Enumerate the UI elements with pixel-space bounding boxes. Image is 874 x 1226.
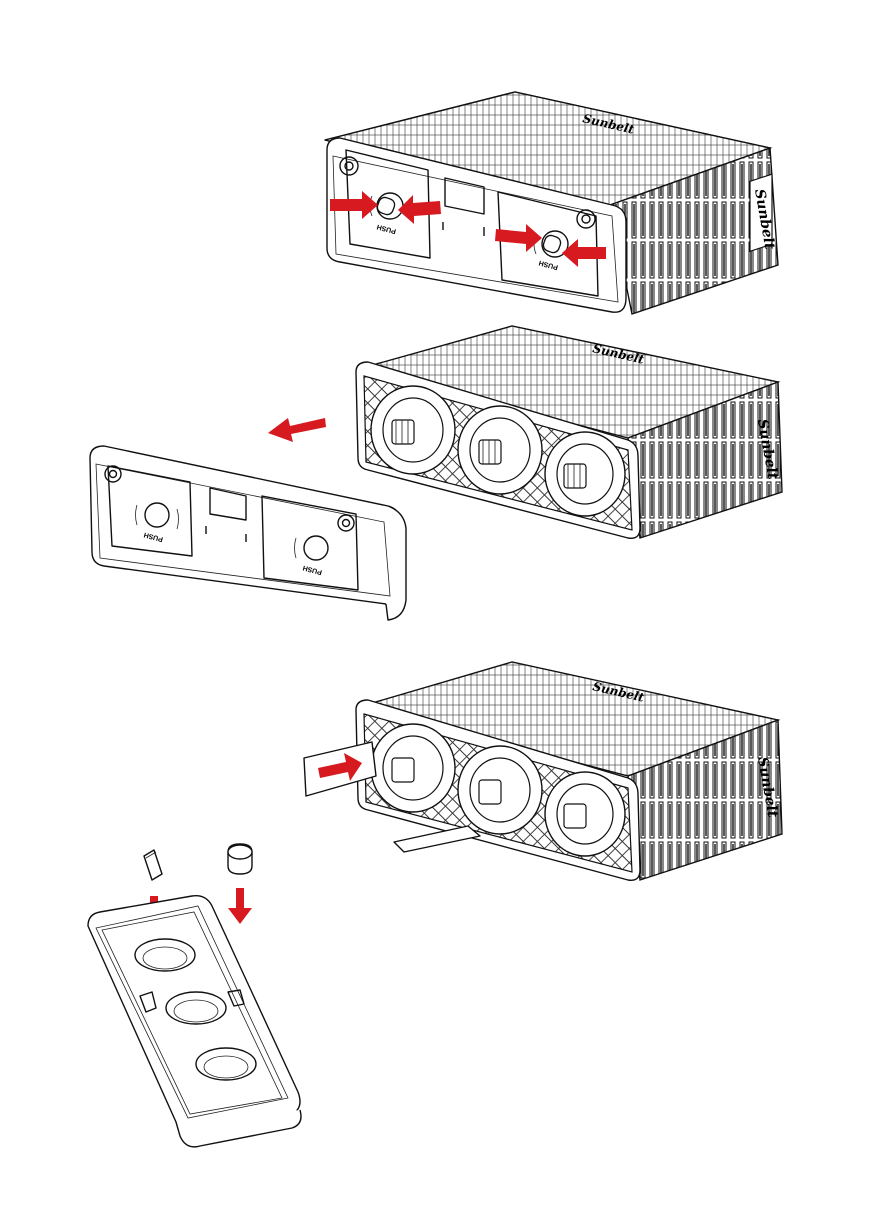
card-bottom[interactable] bbox=[394, 826, 480, 852]
cover-latch-right[interactable] bbox=[304, 536, 328, 560]
arrow-remove-cover bbox=[268, 418, 326, 442]
cover-latch-left[interactable] bbox=[145, 503, 169, 527]
round-cap[interactable] bbox=[228, 844, 252, 874]
tray-slot-1[interactable] bbox=[135, 939, 195, 971]
fan-5 bbox=[458, 746, 542, 834]
fan-1 bbox=[371, 386, 455, 474]
detached-cover: PUSH PUSH bbox=[90, 446, 406, 620]
fan-4 bbox=[371, 724, 455, 812]
step1-unit: PUSH PUSH Sunbelt Sunbelt bbox=[325, 92, 778, 314]
tray-slot-2[interactable] bbox=[166, 992, 226, 1024]
step2-unit: Sunbelt Sunbelt bbox=[356, 326, 782, 538]
fan-3 bbox=[545, 432, 625, 516]
small-chip[interactable] bbox=[144, 850, 162, 880]
tray-slot-3[interactable] bbox=[196, 1048, 256, 1080]
fan-6 bbox=[545, 772, 625, 856]
arrow-place-cap bbox=[228, 888, 252, 924]
step3-unit: Sunbelt Sunbelt bbox=[304, 662, 782, 880]
fan-2 bbox=[458, 406, 542, 494]
cover-tray bbox=[88, 896, 301, 1147]
